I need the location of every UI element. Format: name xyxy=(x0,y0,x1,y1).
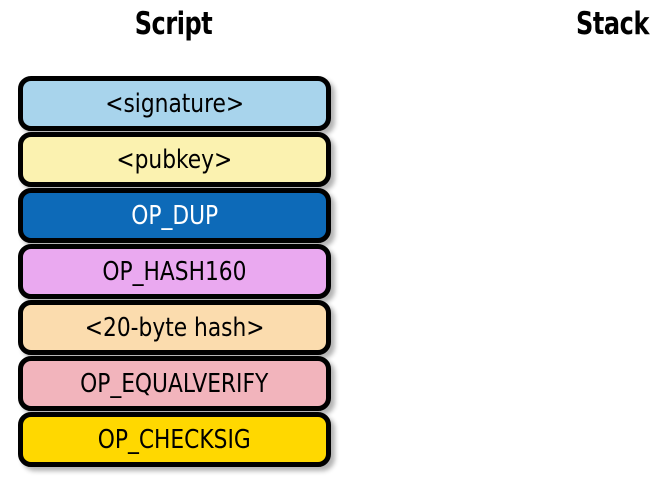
script-op-item[interactable]: <20-byte hash> xyxy=(18,300,331,355)
script-op-item[interactable]: OP_DUP xyxy=(18,188,331,243)
script-column: <signature> <pubkey> OP_DUP OP_HASH160 <20-b… xyxy=(18,76,331,468)
script-op-item-label: <signature> xyxy=(105,88,244,119)
script-op-item-label: OP_DUP xyxy=(131,200,218,231)
script-op-item[interactable]: OP_CHECKSIG xyxy=(18,412,331,467)
script-op-item[interactable]: <pubkey> xyxy=(18,132,331,187)
script-op-item-label: OP_HASH160 xyxy=(102,256,247,287)
script-column-heading: Script xyxy=(134,6,213,42)
script-op-item-label: OP_CHECKSIG xyxy=(98,424,251,455)
stack-column-heading: Stack xyxy=(576,6,649,42)
stack-column xyxy=(460,76,657,452)
script-op-item-label: <pubkey> xyxy=(116,144,233,175)
script-op-item[interactable]: OP_EQUALVERIFY xyxy=(18,356,331,411)
script-op-item-label: OP_EQUALVERIFY xyxy=(80,368,269,399)
script-op-item[interactable]: OP_HASH160 xyxy=(18,244,331,299)
column-headings: Script Stack xyxy=(0,0,657,62)
script-op-item-label: <20-byte hash> xyxy=(84,312,265,343)
script-op-item[interactable]: <signature> xyxy=(18,76,331,131)
